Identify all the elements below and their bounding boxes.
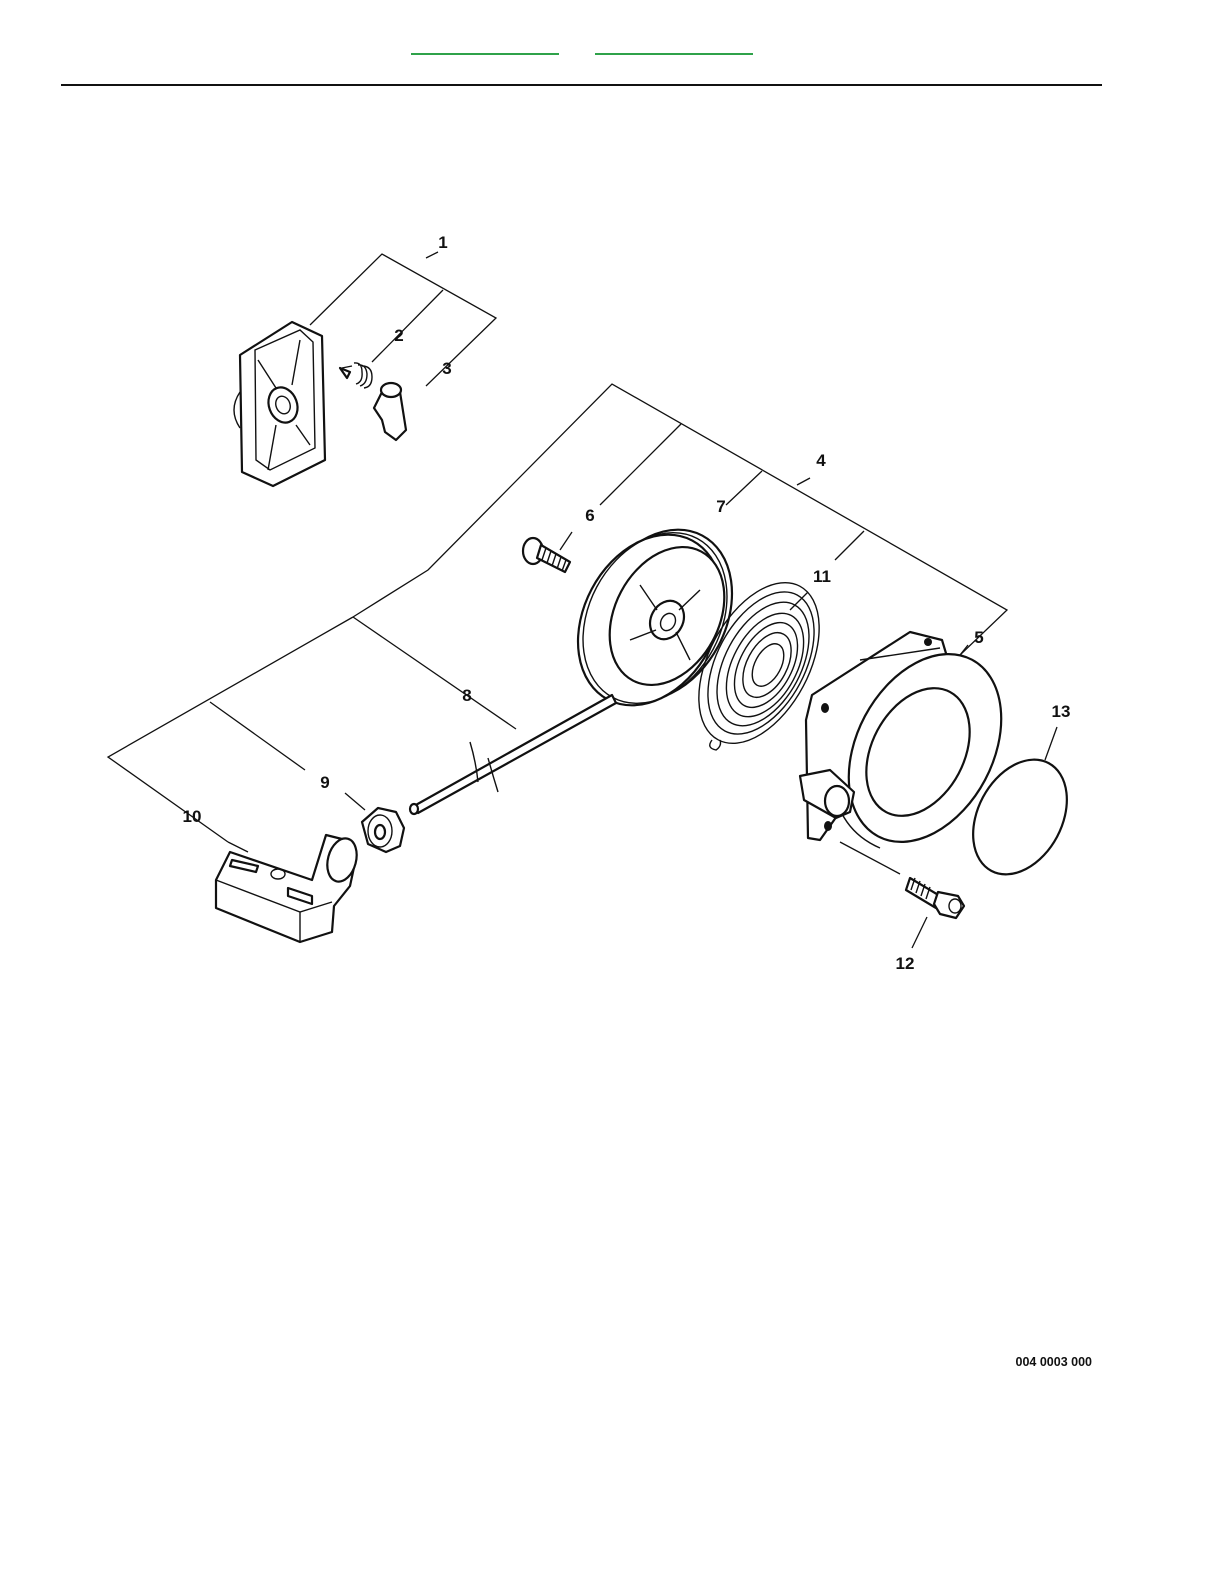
part-bolt	[906, 878, 964, 918]
callout-4: 4	[816, 451, 826, 470]
callout-10: 10	[183, 807, 202, 826]
callout-7: 7	[716, 497, 725, 516]
part-starter-handle	[216, 835, 361, 942]
part-pawl	[374, 383, 406, 440]
part-starter-rope	[410, 695, 616, 814]
part-ratchet-hub	[234, 322, 325, 486]
callout-6: 6	[585, 506, 594, 525]
callout-3: 3	[442, 359, 451, 378]
callout-1: 1	[438, 233, 447, 252]
part-rope-guide	[362, 808, 404, 852]
part-spring-small	[340, 363, 372, 388]
callout-9: 9	[320, 773, 329, 792]
part-screw	[523, 538, 570, 572]
callout-8: 8	[462, 686, 471, 705]
callout-13: 13	[1052, 702, 1071, 721]
figure-reference-code: 004 0003 000	[1016, 1355, 1092, 1369]
callout-2: 2	[394, 326, 403, 345]
callout-12: 12	[896, 954, 915, 973]
callout-5: 5	[974, 628, 983, 647]
callout-11: 11	[813, 567, 831, 586]
